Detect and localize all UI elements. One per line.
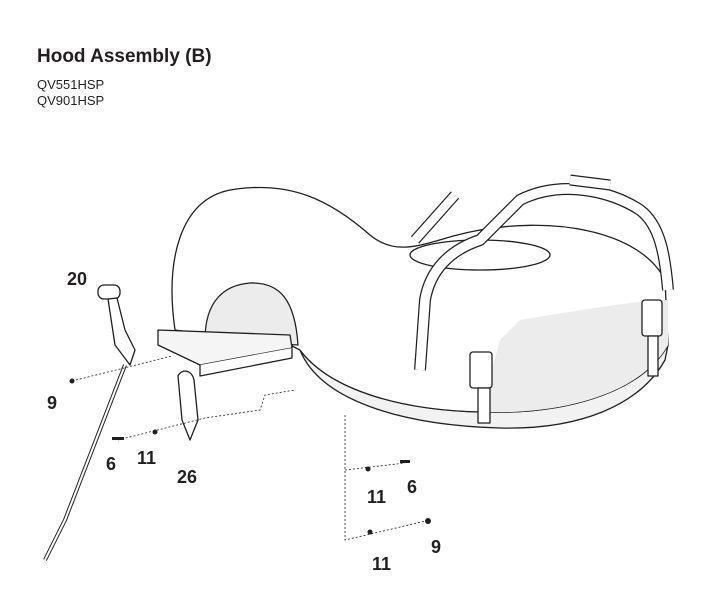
callout-11: 11 [137, 448, 156, 468]
part-20-lever [107, 297, 136, 366]
latch [641, 299, 663, 337]
part-26-latch [177, 370, 199, 441]
callout-11: 11 [367, 487, 386, 507]
callout-6: 6 [106, 454, 116, 474]
page-title: Hood Assembly (B) [37, 46, 212, 67]
callout-11: 11 [372, 554, 391, 574]
callout-9: 9 [47, 393, 57, 413]
callout-9: 9 [431, 537, 441, 557]
latch [469, 351, 493, 389]
model-number: QV551HSP [37, 77, 105, 92]
part-20-lever-knob [97, 284, 121, 300]
model-number: QV901HSP [37, 93, 105, 108]
hood-chute [204, 282, 299, 346]
callout-26: 26 [177, 467, 197, 487]
callout-20: 20 [67, 269, 87, 289]
callout-6: 6 [407, 477, 417, 497]
